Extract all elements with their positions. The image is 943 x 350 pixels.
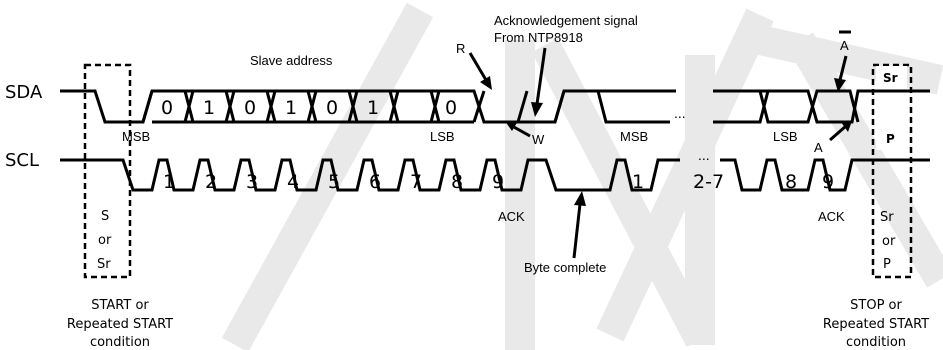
end-box-p-label: P xyxy=(886,132,895,146)
r-label: R xyxy=(456,41,465,56)
start-box-text: S or Sr xyxy=(97,209,112,272)
clock-number: 9 xyxy=(822,171,834,193)
clock-number: 6 xyxy=(369,171,381,193)
ack-signal-arrow-head xyxy=(531,102,543,117)
clock-number: 2-7 xyxy=(693,171,724,193)
end-box-text: Sr or P xyxy=(880,210,896,272)
end-box-text-line: or xyxy=(882,234,896,249)
address-bit: 0 xyxy=(445,97,457,119)
stop-caption-line: condition xyxy=(846,335,906,350)
start-caption-line: START or xyxy=(91,298,149,313)
lsb-label: LSB xyxy=(773,129,798,144)
w-label: W xyxy=(532,132,545,147)
ack-label: ACK xyxy=(498,209,525,224)
start-box-text-line: S xyxy=(101,209,109,224)
scl-label: SCL xyxy=(5,150,39,171)
r-arrow-head xyxy=(480,76,492,90)
a-arrow-head xyxy=(841,121,852,132)
address-bit: 1 xyxy=(285,97,297,119)
clock-numbers: 1 2 3 4 5 6 7 8 9 1 2-7 8 9 xyxy=(163,171,834,193)
clock-number: 7 xyxy=(410,171,422,193)
clock-number: 1 xyxy=(632,171,644,193)
a-bar-arrow-head xyxy=(834,78,846,92)
end-box-mid-bg xyxy=(876,122,907,150)
a-bar-label: A xyxy=(840,38,849,53)
start-box-text-line: or xyxy=(98,233,112,248)
clock-number: 3 xyxy=(246,171,258,193)
ack-signal-title-line2: From NTP8918 xyxy=(494,30,583,45)
address-bit: 0 xyxy=(161,97,173,119)
annotation-arrows xyxy=(468,47,852,259)
stop-caption-line: Repeated START xyxy=(823,317,929,332)
msb-label: MSB xyxy=(122,129,150,144)
a-arrow xyxy=(829,124,847,142)
address-bit: 0 xyxy=(244,97,256,119)
end-box-top-bg xyxy=(876,66,907,88)
w-arrow-head xyxy=(505,121,518,131)
end-box-text-line: P xyxy=(883,257,891,272)
ack-label: ACK xyxy=(818,209,845,224)
stop-caption-line: STOP or xyxy=(850,298,902,313)
slave-address-label: Slave address xyxy=(250,53,333,68)
sda-label: SDA xyxy=(5,82,43,103)
start-condition-box xyxy=(83,63,132,279)
byte-complete-arrow-head xyxy=(574,191,586,206)
start-condition-caption: START or Repeated START condition xyxy=(67,298,173,350)
address-bit: 0 xyxy=(326,97,338,119)
stop-condition-caption: STOP or Repeated START condition xyxy=(823,298,929,350)
start-box-text-line: Sr xyxy=(97,257,111,272)
clock-number: 1 xyxy=(163,171,175,193)
address-bits: 0 1 0 1 0 1 0 xyxy=(161,97,457,119)
stop-condition-box xyxy=(871,63,913,279)
start-caption-line: condition xyxy=(90,335,150,350)
a-label: A xyxy=(814,140,823,155)
end-box-text-line: Sr xyxy=(880,210,894,225)
clock-number: 2 xyxy=(205,171,217,193)
address-bit: 1 xyxy=(367,97,379,119)
a-bar-arrow xyxy=(838,55,848,81)
byte-complete-arrow xyxy=(572,203,582,259)
watermark xyxy=(221,2,943,350)
sda-waveform xyxy=(60,89,930,124)
clock-number: 8 xyxy=(785,171,797,193)
w-arrow xyxy=(511,124,531,138)
clock-number: 9 xyxy=(492,171,504,193)
msb-label: MSB xyxy=(620,129,648,144)
address-bit: 1 xyxy=(203,97,215,119)
ack-signal-title-line1: Acknowledgement signal xyxy=(494,13,638,28)
sda-ellipsis: ... xyxy=(674,105,686,121)
byte-complete-label: Byte complete xyxy=(524,260,606,275)
end-box-sr-label: Sr xyxy=(883,71,898,85)
scl-ellipsis: ... xyxy=(698,147,710,163)
lsb-label: LSB xyxy=(430,129,455,144)
clock-number: 4 xyxy=(287,171,299,193)
clock-number: 8 xyxy=(451,171,463,193)
r-arrow xyxy=(468,52,488,81)
scl-waveform xyxy=(60,158,930,192)
start-caption-line: Repeated START xyxy=(67,317,173,332)
clock-number: 5 xyxy=(328,171,340,193)
ack-signal-arrow xyxy=(535,47,547,105)
